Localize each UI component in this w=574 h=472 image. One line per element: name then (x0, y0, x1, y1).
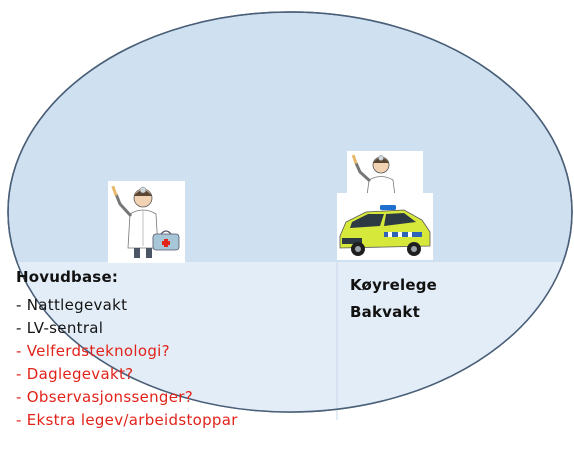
doctor-icon (347, 151, 423, 197)
hovudbase-title: Hovudbase: (16, 268, 119, 286)
list-item: - Nattlegevakt (16, 296, 128, 314)
list-item: - Observasjonssenger? (16, 388, 193, 406)
koyrelege-line2: Bakvakt (350, 303, 420, 321)
list-item: - LV-sentral (16, 319, 104, 337)
hovudbase-list: - Nattlegevakt - LV-sentral - Velferdste… (16, 294, 238, 432)
list-item: - Ekstra legev/arbeidstoppar (16, 411, 238, 429)
list-item: - Daglegevakt? (16, 365, 134, 383)
emergency-car-icon (337, 193, 433, 260)
koyrelege-line1: Køyrelege (350, 276, 438, 294)
doctor-with-medical-bag-icon (108, 181, 185, 263)
list-item: - Velferdsteknologi? (16, 342, 170, 360)
koyrelege-label: Køyrelege Bakvakt (350, 272, 437, 326)
